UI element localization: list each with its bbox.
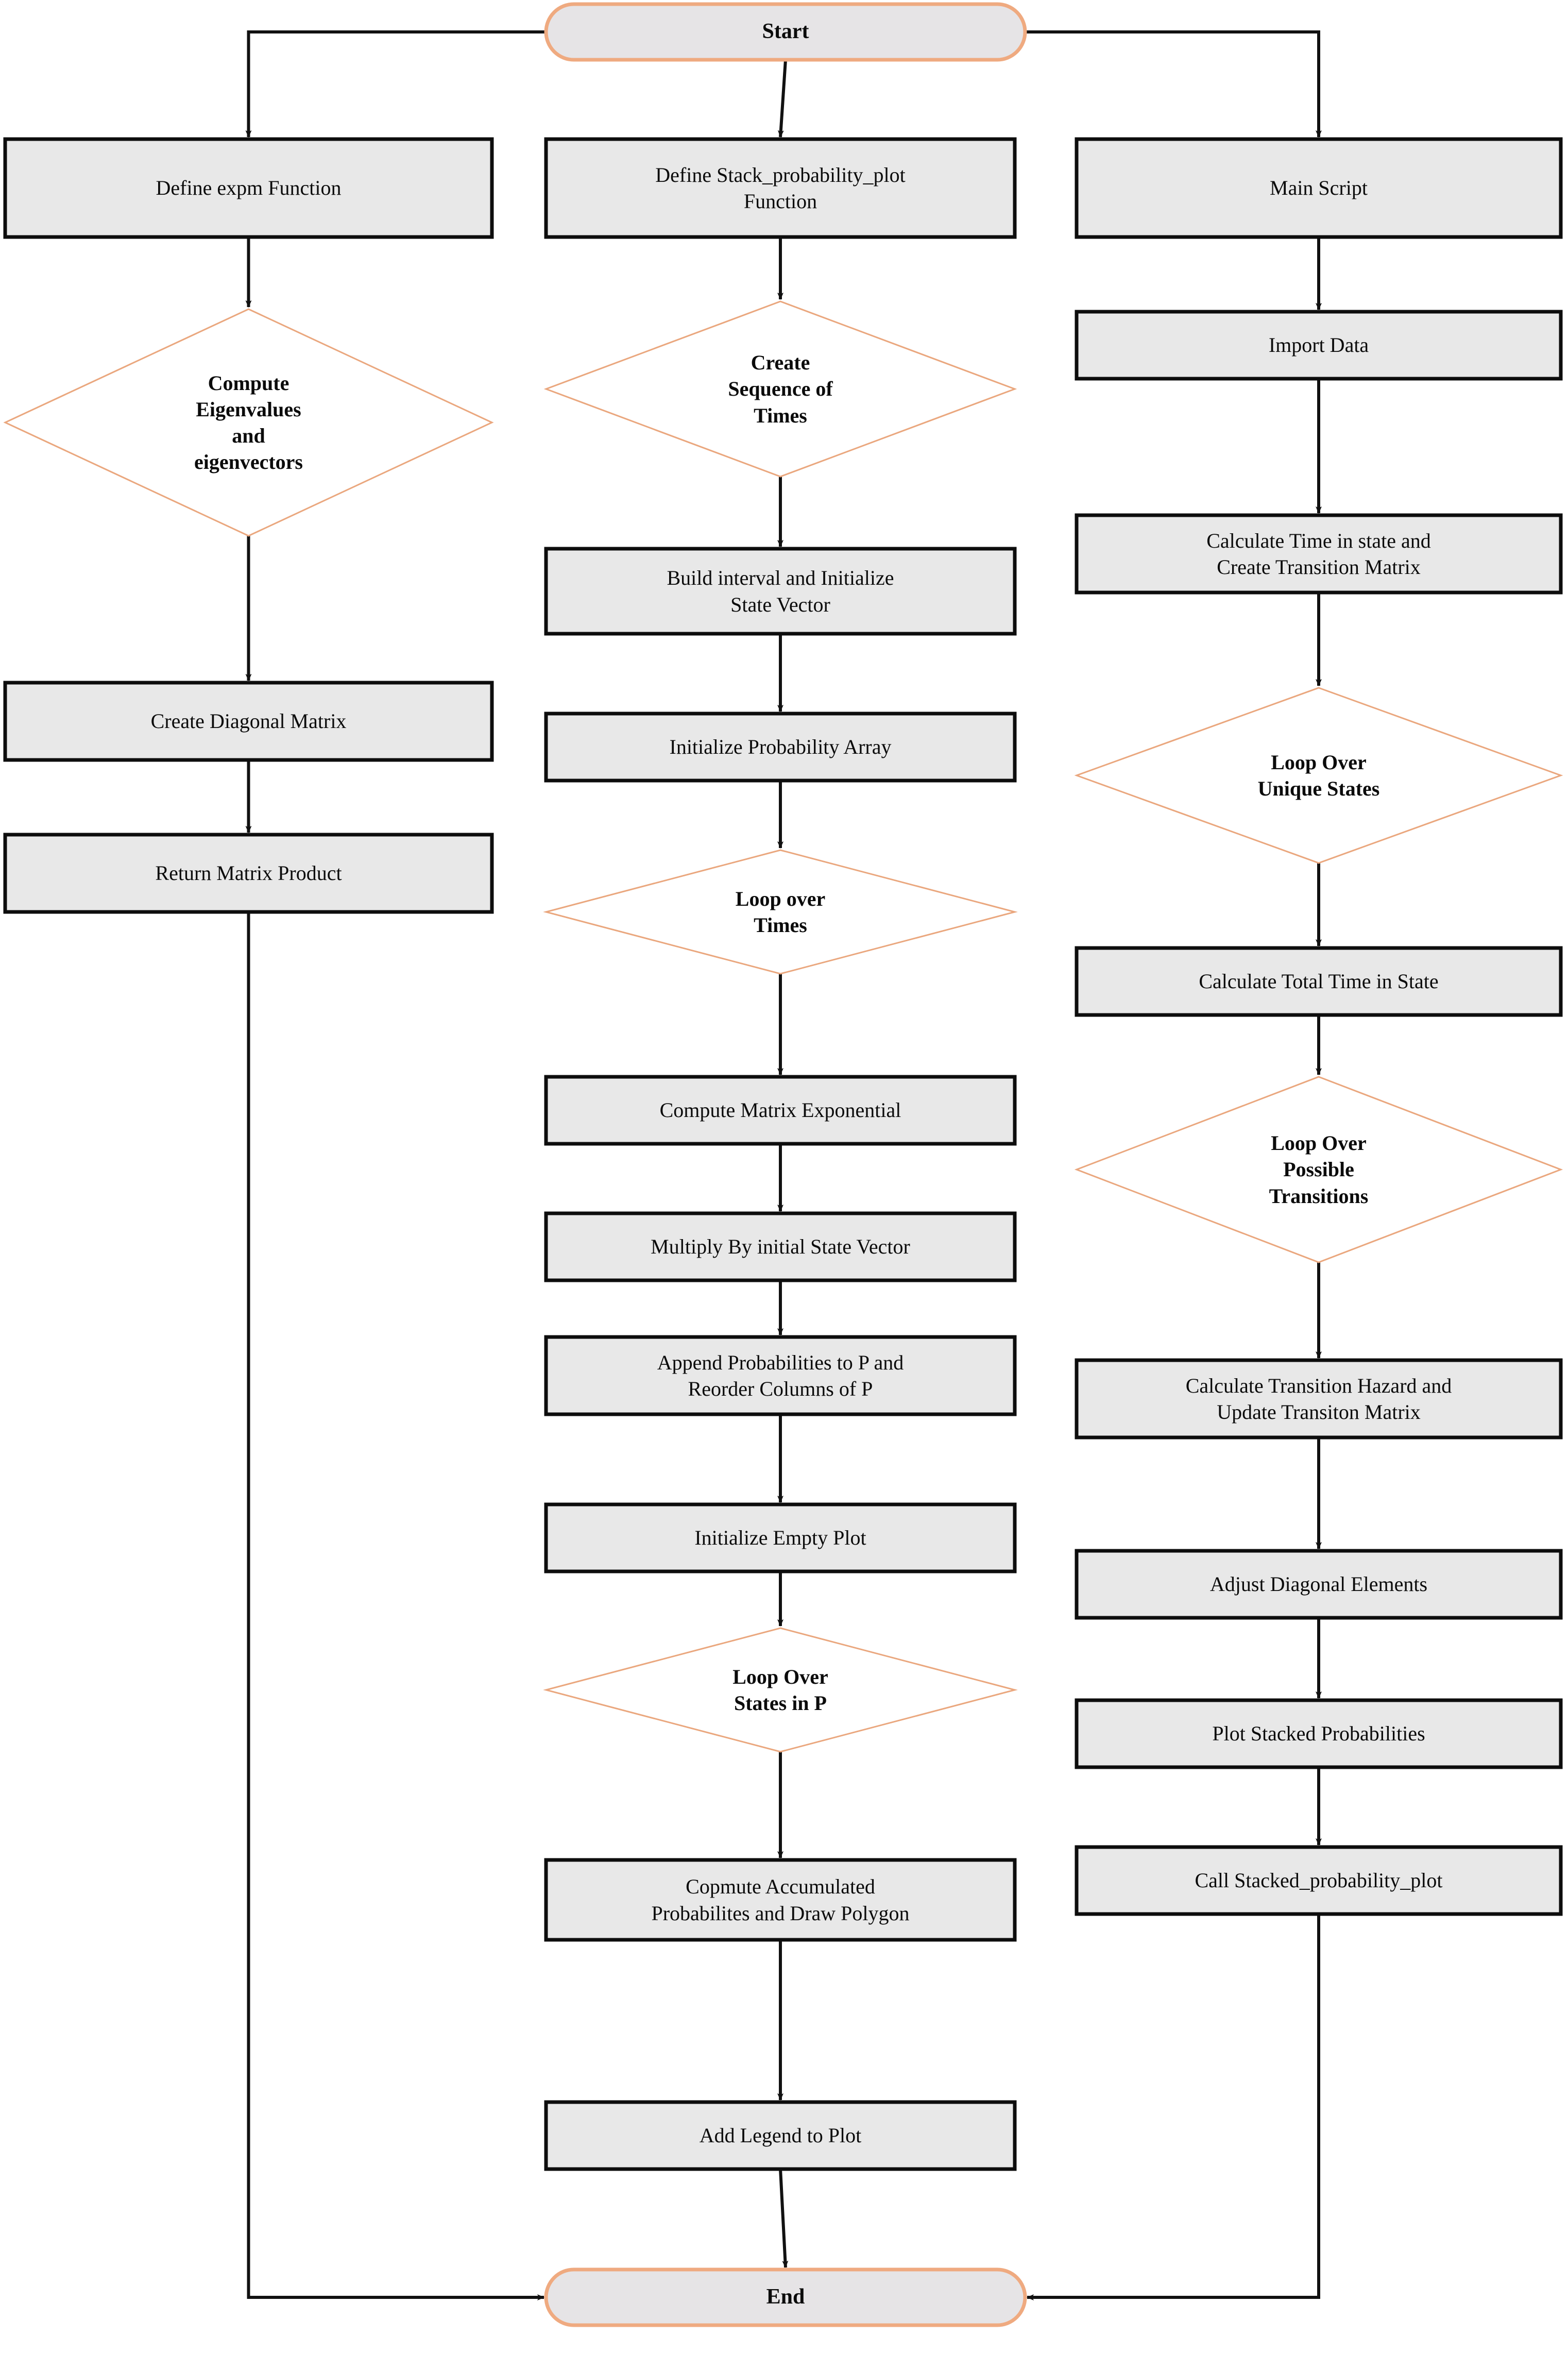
node-create-diagonal-matrix-process <box>3 681 494 762</box>
node-loop-over-unique-states-decision <box>1074 687 1563 864</box>
node-start-terminator <box>544 2 1027 62</box>
node-loop-over-possible-transitions-decision <box>1074 1076 1563 1263</box>
node-initialize-probability-array-process <box>544 712 1017 783</box>
node-copmute-accumulated-probabilites-and-draw-polygon-process <box>544 1858 1017 1942</box>
node-import-data-process <box>1075 310 1563 381</box>
node-adjust-diagonal-elements-process <box>1075 1549 1563 1620</box>
node-calculate-transition-hazard-and-update-transiton-mat-process <box>1075 1358 1563 1440</box>
node-end-terminator <box>544 2267 1027 2327</box>
node-initialize-empty-plot-process <box>544 1502 1017 1573</box>
node-define-expm-function-process <box>3 137 494 239</box>
edge-r10-to-end <box>1027 1914 1320 2300</box>
node-calculate-time-in-state-and-create-transition-matrix-process <box>1075 513 1563 595</box>
node-call-stacked-probability-plot-process <box>1075 1845 1563 1916</box>
node-add-legend-to-plot-process <box>544 2100 1017 2171</box>
node-compute-eigenvalues-and-eigenvectors-decision <box>3 308 494 537</box>
node-multiply-by-initial-state-vector-process <box>544 1211 1017 1282</box>
node-return-matrix-product-process <box>3 833 494 914</box>
node-plot-stacked-probabilities-process <box>1075 1698 1563 1769</box>
node-calculate-total-time-in-state-process <box>1075 946 1563 1017</box>
node-layer <box>3 2 1563 2327</box>
node-create-sequence-of-times-decision <box>543 300 1017 478</box>
edge-start-to-r1 <box>1025 30 1322 138</box>
node-main-script-process <box>1075 137 1563 239</box>
edge-start-to-l1 <box>245 30 546 138</box>
connector-layer <box>245 30 1322 2300</box>
node-loop-over-states-in-p-decision <box>543 1627 1018 1753</box>
edge-l4-to-end <box>247 912 544 2300</box>
node-append-probabilities-to-p-and-reorder-columns-of-p-process <box>544 1335 1017 1416</box>
edge-m12-to-end <box>779 2169 789 2268</box>
node-compute-matrix-exponential-process <box>544 1075 1017 1146</box>
edge-start-to-m1 <box>777 59 787 138</box>
node-loop-over-times-decision <box>543 849 1018 975</box>
node-define-stack-probability-plot-function-process <box>544 137 1017 239</box>
node-build-interval-and-initialize-state-vector-process <box>544 547 1017 636</box>
